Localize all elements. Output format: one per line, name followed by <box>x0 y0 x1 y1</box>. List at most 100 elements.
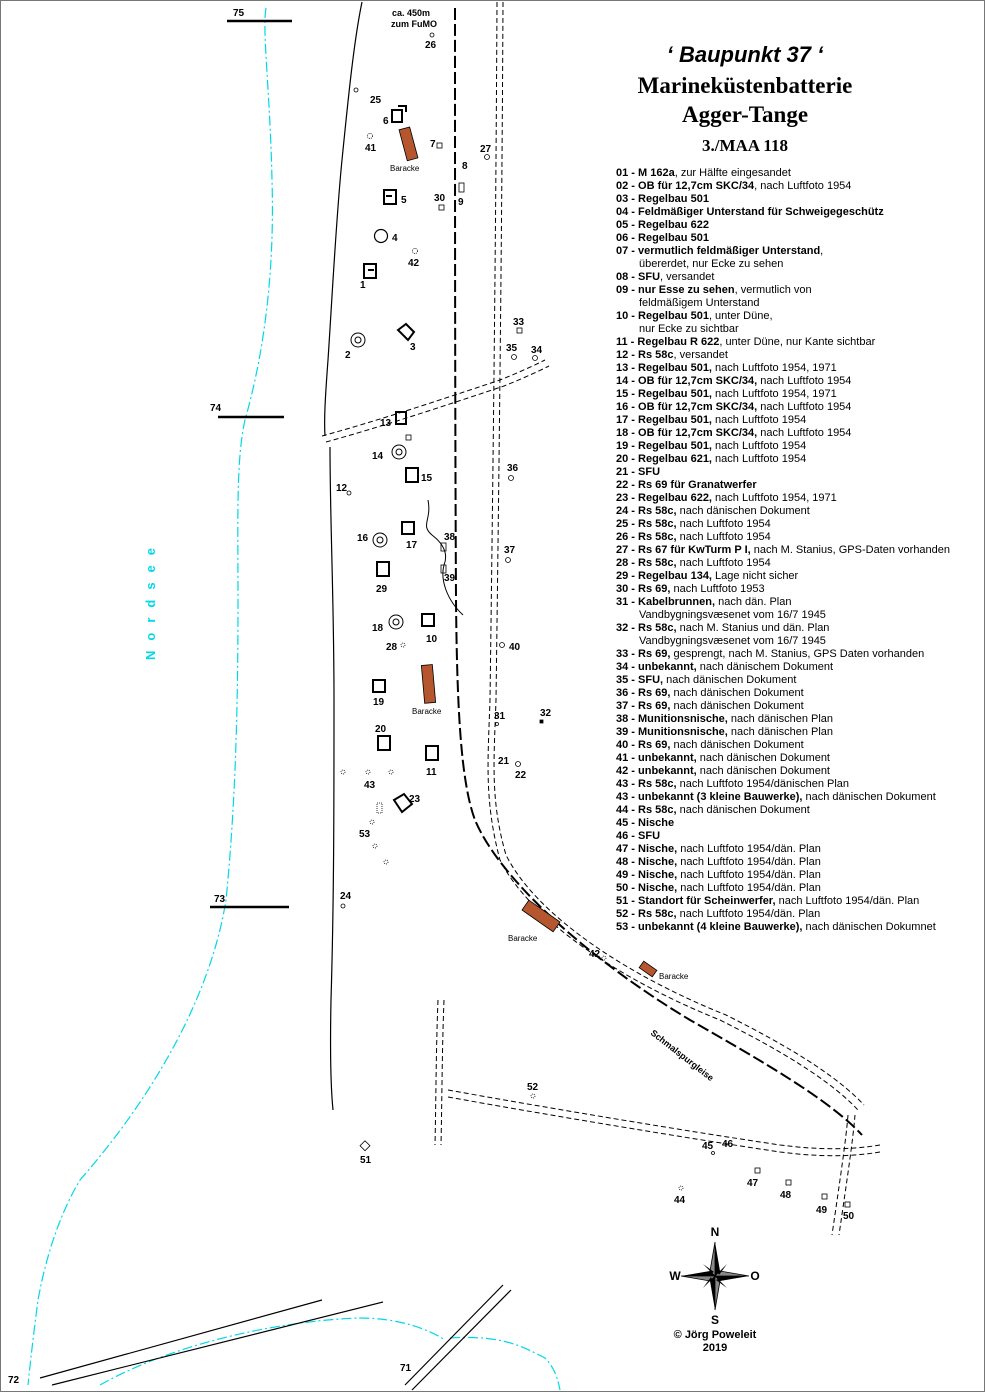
legend-item-name: 38 - Munitionsnische, <box>616 713 728 725</box>
site-label: 31 <box>494 711 506 722</box>
legend-item: 06 - Regelbau 501 <box>616 232 976 245</box>
legend-item-name: 22 - Rs 69 für Granatwerfer <box>616 479 757 491</box>
legend-item-name: 32 - Rs 58c, <box>616 622 677 634</box>
legend-item-name: 53 - unbekannt (4 kleine Bauwerke), <box>616 921 803 933</box>
grid-label-71: 71 <box>400 1363 412 1374</box>
grid-lines <box>210 19 292 909</box>
roads <box>39 1284 512 1391</box>
tracks <box>321 1 881 1236</box>
site-label: 19 <box>373 697 385 708</box>
legend-item-name: 23 - Regelbau 622, <box>616 492 712 504</box>
credit: © Jörg Poweleit 2019 <box>660 1329 770 1355</box>
site-label: 36 <box>507 463 519 474</box>
legend-item-name: 25 - Rs 58c, <box>616 518 677 530</box>
site-label: 47 <box>747 1178 759 1189</box>
site-label: 37 <box>504 545 516 556</box>
legend-item: 14 - OB für 12,7cm SKC/34, nach Luftfoto… <box>616 375 976 388</box>
legend-item-name: 43 - unbekannt (3 kleine Bauwerke), <box>616 791 803 803</box>
legend-item-name: 37 - Rs 69, <box>616 700 671 712</box>
legend-item-note: , vermutlich von <box>734 284 812 296</box>
legend-item-name: 28 - Rs 58c, <box>616 557 677 569</box>
legend-item-name: 24 - Rs 58c, <box>616 505 677 517</box>
site-label: 3 <box>410 342 416 353</box>
site-label: 45 <box>702 1141 714 1152</box>
legend-item: 08 - SFU, versandet <box>616 271 976 284</box>
coastline <box>27 7 561 1391</box>
legend-item-name: 44 - Rs 58c, <box>616 804 677 816</box>
grid-label-73: 73 <box>214 894 226 905</box>
legend-item: 04 - Feldmäßiger Unterstand für Schweige… <box>616 206 976 219</box>
compass-o: O <box>750 1269 759 1283</box>
legend-item-note: nach Luftfoto 1954/dän. Plan <box>677 869 821 881</box>
legend-item-name: 34 - unbekannt, <box>616 661 697 673</box>
legend-item-name: 46 - SFU <box>616 830 661 842</box>
legend-item: 19 - Regelbau 501, nach Luftfoto 1954 <box>616 440 976 453</box>
legend-item-name: 36 - Rs 69, <box>616 687 671 699</box>
legend-item-note: nach Luftfoto 1954 <box>712 440 807 452</box>
legend-item-name: 12 - Rs 58c <box>616 349 674 361</box>
legend-item: 29 - Regelbau 134, Lage nicht sicher <box>616 570 976 583</box>
baracke-label-4: Baracke <box>659 972 689 981</box>
map-title: ‘ Baupunkt 37 ‘ <box>666 42 824 67</box>
legend-item: 40 - Rs 69, nach dänischen Dokument <box>616 739 976 752</box>
baracke-label-3: Baracke <box>508 934 538 943</box>
legend-item-note: nach dän. Plan <box>715 596 792 608</box>
legend-item-name: 31 - Kabelbrunnen, <box>616 596 716 608</box>
legend-item-note: nach Luftfoto 1953 <box>670 583 765 595</box>
legend-item: 33 - Rs 69, gesprengt, nach M. Stanius, … <box>616 648 976 661</box>
legend-item-name: 10 - Regelbau 501 <box>616 310 709 322</box>
legend-item-name: 29 - Regelbau 134, <box>616 570 712 582</box>
compass-n: N <box>711 1225 720 1239</box>
legend-item: 18 - OB für 12,7cm SKC/34, nach Luftfoto… <box>616 427 976 440</box>
legend-item-name: 07 - vermutlich feldmäßiger Unterstand <box>616 245 821 257</box>
legend-item: 10 - Regelbau 501, unter Düne,nur Ecke z… <box>616 310 976 336</box>
site-label: 4 <box>392 233 398 244</box>
legend-item: 21 - SFU <box>616 466 976 479</box>
legend-item: 02 - OB für 12,7cm SKC/34, nach Luftfoto… <box>616 180 976 193</box>
compass-s: S <box>711 1313 719 1327</box>
legend-item: 47 - Nische, nach Luftfoto 1954/dän. Pla… <box>616 843 976 856</box>
legend-item-name: 20 - Regelbau 621, <box>616 453 712 465</box>
legend-item: 05 - Regelbau 622 <box>616 219 976 232</box>
site-label: 26 <box>425 40 437 51</box>
site-label: 48 <box>780 1190 792 1201</box>
legend-item-note: nach dänischen Dokument <box>670 687 804 699</box>
site-label: 9 <box>458 197 464 208</box>
legend-item-note: nach Luftfoto 1954 <box>712 453 807 465</box>
legend-item-note: nach dänischem Dokument <box>696 661 834 673</box>
legend-item: 36 - Rs 69, nach dänischen Dokument <box>616 687 976 700</box>
legend-item-name: 30 - Rs 69, <box>616 583 671 595</box>
legend-item-note: nach Luftfoto 1954 <box>676 518 771 530</box>
legend-item-name: 18 - OB für 12,7cm SKC/34, <box>616 427 758 439</box>
sea-label: Nordsee <box>143 538 158 660</box>
legend-item-name: 21 - SFU <box>616 466 661 478</box>
legend-item: 12 - Rs 58c, versandet <box>616 349 976 362</box>
legend-item: 23 - Regelbau 622, nach Luftfoto 1954, 1… <box>616 492 976 505</box>
legend-item-name: 48 - Nische, <box>616 856 678 868</box>
legend-item-continuation: nur Ecke zu sichtbar <box>639 323 739 335</box>
legend-item-note: , unter Düne, <box>708 310 773 322</box>
legend-item: 24 - Rs 58c, nach dänischen Dokument <box>616 505 976 518</box>
site-label: 32 <box>540 708 552 719</box>
map-subtitle-battery: Marineküstenbatterie <box>637 73 853 98</box>
legend-item: 25 - Rs 58c, nach Luftfoto 1954 <box>616 518 976 531</box>
legend-item-continuation: übererdet, nur Ecke zu sehen <box>639 258 784 270</box>
legend-item: 44 - Rs 58c, nach dänischen Dokument <box>616 804 976 817</box>
site-label: 25 <box>370 95 382 106</box>
legend-item: 17 - Regelbau 501, nach Luftfoto 1954 <box>616 414 976 427</box>
legend-item: 37 - Rs 69, nach dänischen Dokument <box>616 700 976 713</box>
legend-item: 22 - Rs 69 für Granatwerfer <box>616 479 976 492</box>
legend-item: 49 - Nische, nach Luftfoto 1954/dän. Pla… <box>616 869 976 882</box>
legend-item-note: nach dänischen Plan <box>727 726 834 738</box>
small-features <box>340 32 851 1208</box>
legend-item-note: nach Luftfoto 1954 <box>712 414 807 426</box>
legend-item: 13 - Regelbau 501, nach Luftfoto 1954, 1… <box>616 362 976 375</box>
legend-item: 28 - Rs 58c, nach Luftfoto 1954 <box>616 557 976 570</box>
compass-rose: N S W O <box>669 1225 759 1327</box>
site-label: 44 <box>674 1195 686 1206</box>
legend-item-name: 05 - Regelbau 622 <box>616 219 709 231</box>
credit-year: 2019 <box>702 1342 728 1354</box>
